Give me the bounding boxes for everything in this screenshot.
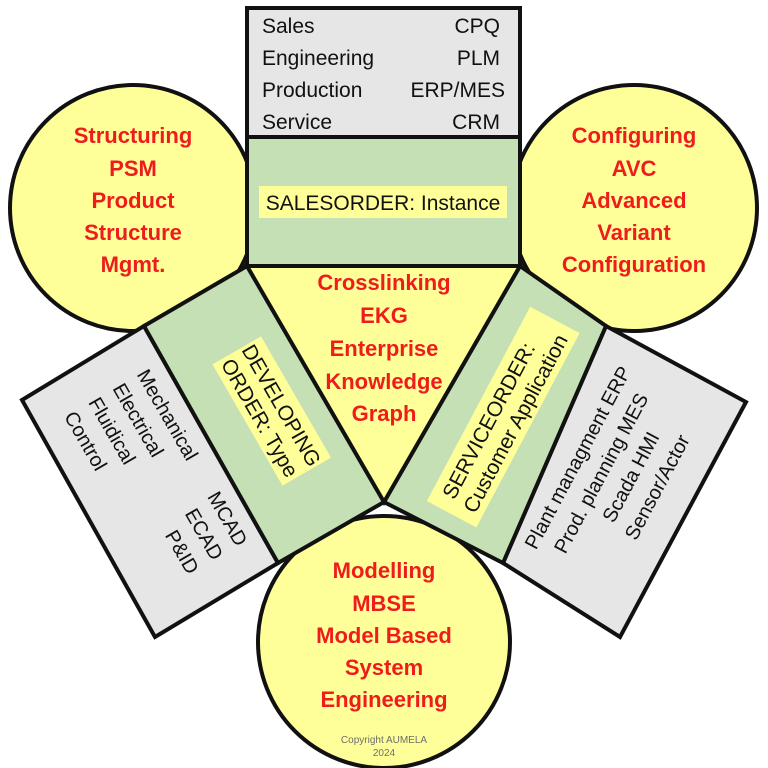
structuring-heading: Structuring PSM Product Structure Mgmt. <box>74 123 193 277</box>
crosslinking-heading: Crosslinking EKG Enterprise Knowledge Gr… <box>317 270 450 426</box>
top-box-rows: Sales CPQ Engineering PLM Production ERP… <box>262 15 505 134</box>
copyright-line2: 2024 <box>373 748 396 759</box>
copyright-line1: Copyright AUMELA <box>341 735 427 746</box>
top-row-left: Sales <box>262 15 315 38</box>
structuring-line: PSM <box>109 156 157 181</box>
salesorder-label: SALESORDER: Instance <box>266 192 501 215</box>
modelling-line: MBSE <box>352 591 416 616</box>
configuring-line: Variant <box>597 220 671 245</box>
center-line: Knowledge <box>325 369 442 394</box>
configuring-line: AVC <box>612 156 657 181</box>
configuring-line: Configuration <box>562 252 706 277</box>
center-line: Enterprise <box>330 336 439 361</box>
salesorder-label-bg <box>259 186 507 218</box>
top-gray-box <box>245 6 522 139</box>
center-line: EKG <box>360 303 408 328</box>
top-row-left: Engineering <box>262 47 374 70</box>
modelling-heading: Modelling MBSE Model Based System Engine… <box>316 558 452 712</box>
developing-label-bg <box>212 336 331 486</box>
top-row-right: PLM <box>457 47 500 70</box>
top-row-right: CPQ <box>454 15 500 38</box>
top-row-left: Service <box>262 111 332 134</box>
structuring-line: Structuring <box>74 123 193 148</box>
structuring-line: Product <box>91 188 175 213</box>
circle-modelling <box>256 514 512 768</box>
structuring-line: Mgmt. <box>101 252 166 277</box>
top-row-right: CRM <box>452 111 500 134</box>
modelling-line: System <box>345 655 423 680</box>
top-row-left: Production <box>262 79 362 102</box>
modelling-line: Model Based <box>316 623 452 648</box>
modelling-line: Modelling <box>333 558 436 583</box>
serviceorder-label-bg <box>426 306 580 528</box>
configuring-line: Advanced <box>581 188 686 213</box>
center-line: Graph <box>352 401 417 426</box>
top-row-right: ERP/MES <box>410 79 505 102</box>
center-triangle <box>243 264 524 506</box>
structuring-line: Structure <box>84 220 182 245</box>
center-line: Crosslinking <box>317 270 450 295</box>
modelling-line: Engineering <box>320 687 447 712</box>
configuring-heading: Configuring AVC Advanced Variant Configu… <box>562 123 706 277</box>
configuring-line: Configuring <box>572 123 697 148</box>
